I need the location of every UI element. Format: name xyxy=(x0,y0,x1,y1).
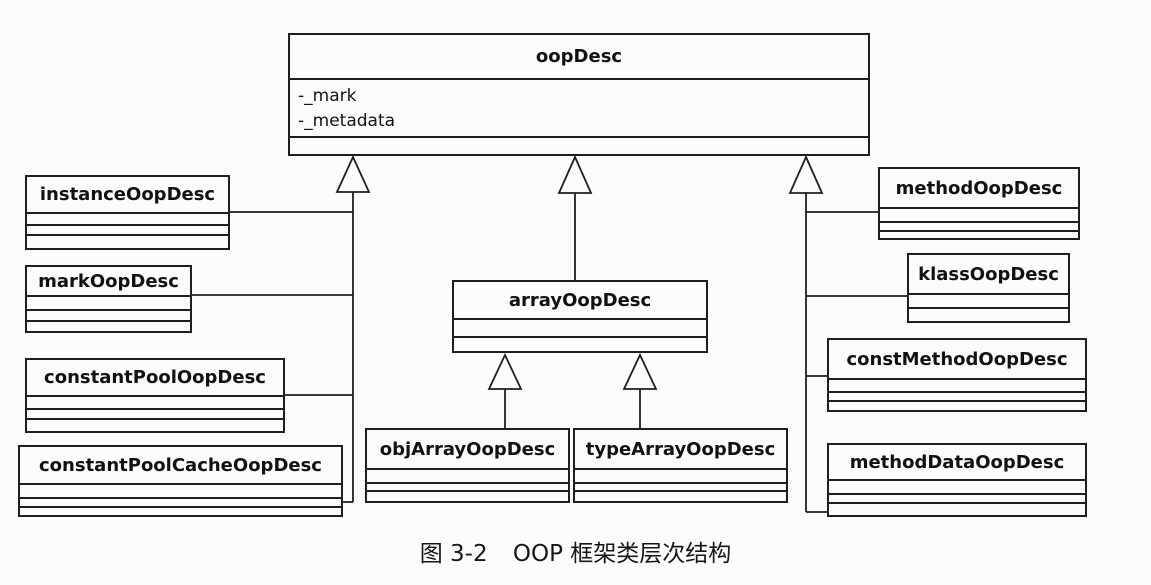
empty-compartment xyxy=(880,207,1078,221)
empty-compartment xyxy=(829,378,1085,391)
empty-compartment xyxy=(575,468,786,482)
inheritance-arrow-center xyxy=(557,154,593,194)
empty-compartment xyxy=(829,502,1085,515)
class-box-constmethodoopdesc: constMethodOopDesc xyxy=(827,338,1087,412)
class-box-oopdesc: oopDesc -_mark -_metadata xyxy=(288,33,870,156)
class-title-klassoopdesc: klassOopDesc xyxy=(918,263,1059,285)
attribute-mark: -_mark xyxy=(298,86,357,106)
empty-compartment xyxy=(909,293,1068,307)
empty-compartment xyxy=(290,136,868,154)
empty-compartment xyxy=(829,479,1085,493)
figure-caption: 图 3-2 OOP 框架类层次结构 xyxy=(0,534,1151,568)
empty-compartment xyxy=(367,468,568,482)
class-title-arrayoopdesc: arrayOopDesc xyxy=(508,289,652,311)
empty-compartment xyxy=(909,307,1068,321)
class-title-markoopdesc: markOopDesc xyxy=(38,270,179,292)
empty-compartment xyxy=(27,212,228,224)
class-title-oopdesc: oopDesc xyxy=(535,46,623,67)
empty-compartment xyxy=(27,309,190,320)
class-box-klassoopdesc: klassOopDesc xyxy=(907,253,1070,323)
class-box-objarrayoopdesc: objArrayOopDesc xyxy=(365,428,570,503)
inheritance-arrow-objarray xyxy=(487,352,523,390)
empty-compartment xyxy=(829,493,1085,502)
class-title-methodoopdesc: methodOopDesc xyxy=(895,177,1063,199)
class-box-methoddataoopdesc: methodDataOopDesc xyxy=(827,443,1087,517)
empty-compartment xyxy=(829,391,1085,400)
empty-compartment xyxy=(27,408,283,418)
empty-compartment xyxy=(880,221,1078,230)
empty-compartment xyxy=(367,490,568,501)
inheritance-arrow-typearray xyxy=(622,352,658,390)
empty-compartment xyxy=(27,320,190,331)
empty-compartment xyxy=(27,395,283,408)
class-title-methoddataoopdesc: methodDataOopDesc xyxy=(849,451,1065,473)
inheritance-arrow-right xyxy=(788,154,824,194)
class-title-objarrayoopdesc: objArrayOopDesc xyxy=(379,438,556,460)
class-title-typearrayoopdesc: typeArrayOopDesc xyxy=(585,438,776,460)
class-box-typearrayoopdesc: typeArrayOopDesc xyxy=(573,428,788,503)
class-box-markoopdesc: markOopDesc xyxy=(25,265,192,333)
empty-compartment xyxy=(20,497,341,506)
empty-compartment xyxy=(880,230,1078,238)
empty-compartment xyxy=(575,490,786,501)
class-box-constantpoolcacheoopdesc: constantPoolCacheOopDesc xyxy=(18,445,343,517)
figure-number: 图 3-2 xyxy=(419,541,488,567)
attribute-metadata: -_metadata xyxy=(298,111,396,131)
class-box-methodoopdesc: methodOopDesc xyxy=(878,167,1080,240)
class-title-constantpoolcacheoopdesc: constantPoolCacheOopDesc xyxy=(39,454,322,476)
class-title-instanceoopdesc: instanceOopDesc xyxy=(39,184,216,205)
empty-compartment xyxy=(575,482,786,490)
empty-compartment xyxy=(367,482,568,490)
empty-compartment xyxy=(27,295,190,309)
empty-compartment xyxy=(20,483,341,497)
empty-compartment xyxy=(27,234,228,248)
figure-title: OOP 框架类层次结构 xyxy=(512,541,732,567)
class-title-constantpooloopdesc: constantPoolOopDesc xyxy=(44,367,266,388)
empty-compartment xyxy=(27,418,283,431)
class-box-constantpooloopdesc: constantPoolOopDesc xyxy=(25,358,285,433)
class-attributes-oopdesc: -_mark -_metadata xyxy=(290,78,868,136)
class-box-arrayoopdesc: arrayOopDesc xyxy=(452,280,708,353)
inheritance-arrow-left xyxy=(335,154,371,193)
empty-compartment xyxy=(27,224,228,234)
class-box-instanceoopdesc: instanceOopDesc xyxy=(25,175,230,250)
empty-compartment xyxy=(454,336,706,351)
class-title-constmethodoopdesc: constMethodOopDesc xyxy=(846,348,1068,370)
empty-compartment xyxy=(829,400,1085,410)
empty-compartment xyxy=(20,506,341,515)
empty-compartment xyxy=(454,318,706,336)
